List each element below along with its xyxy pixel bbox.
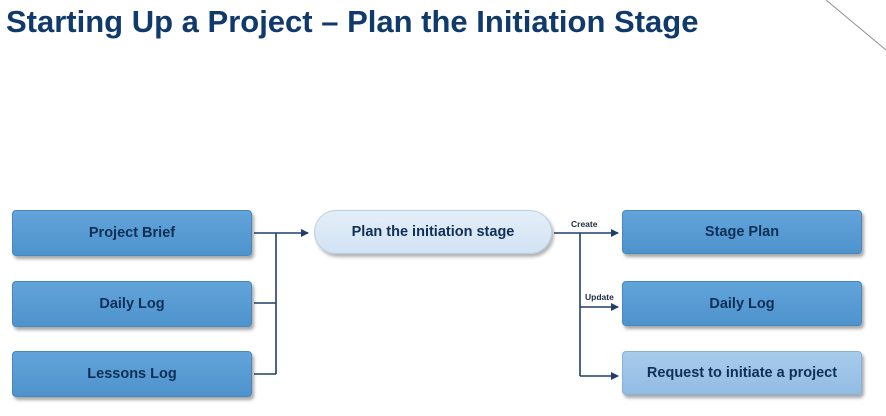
input-label: Daily Log	[99, 296, 165, 312]
input-label: Project Brief	[88, 225, 176, 241]
output-box-stage-plan: Stage Plan	[622, 210, 862, 254]
output-box-daily-log: Daily Log	[622, 281, 862, 326]
output-label: Stage Plan	[704, 224, 780, 240]
input-label: Lessons Log	[87, 366, 177, 382]
input-box-daily-log: Daily Log	[12, 281, 252, 327]
output-label: Request to initiate a project	[646, 365, 838, 381]
page-title: Starting Up a Project – Plan the Initiat…	[6, 4, 699, 39]
input-box-project-brief: Project Brief	[12, 210, 252, 256]
edge-label-update: Update	[585, 292, 614, 302]
process-box: Plan the initiation stage	[314, 210, 552, 254]
input-box-lessons-log: Lessons Log	[12, 351, 252, 397]
output-box-request: Request to initiate a project	[622, 351, 862, 395]
output-label: Daily Log	[709, 295, 775, 312]
process-label: Plan the initiation stage	[351, 224, 515, 240]
edge-label-create: Create	[571, 219, 598, 229]
